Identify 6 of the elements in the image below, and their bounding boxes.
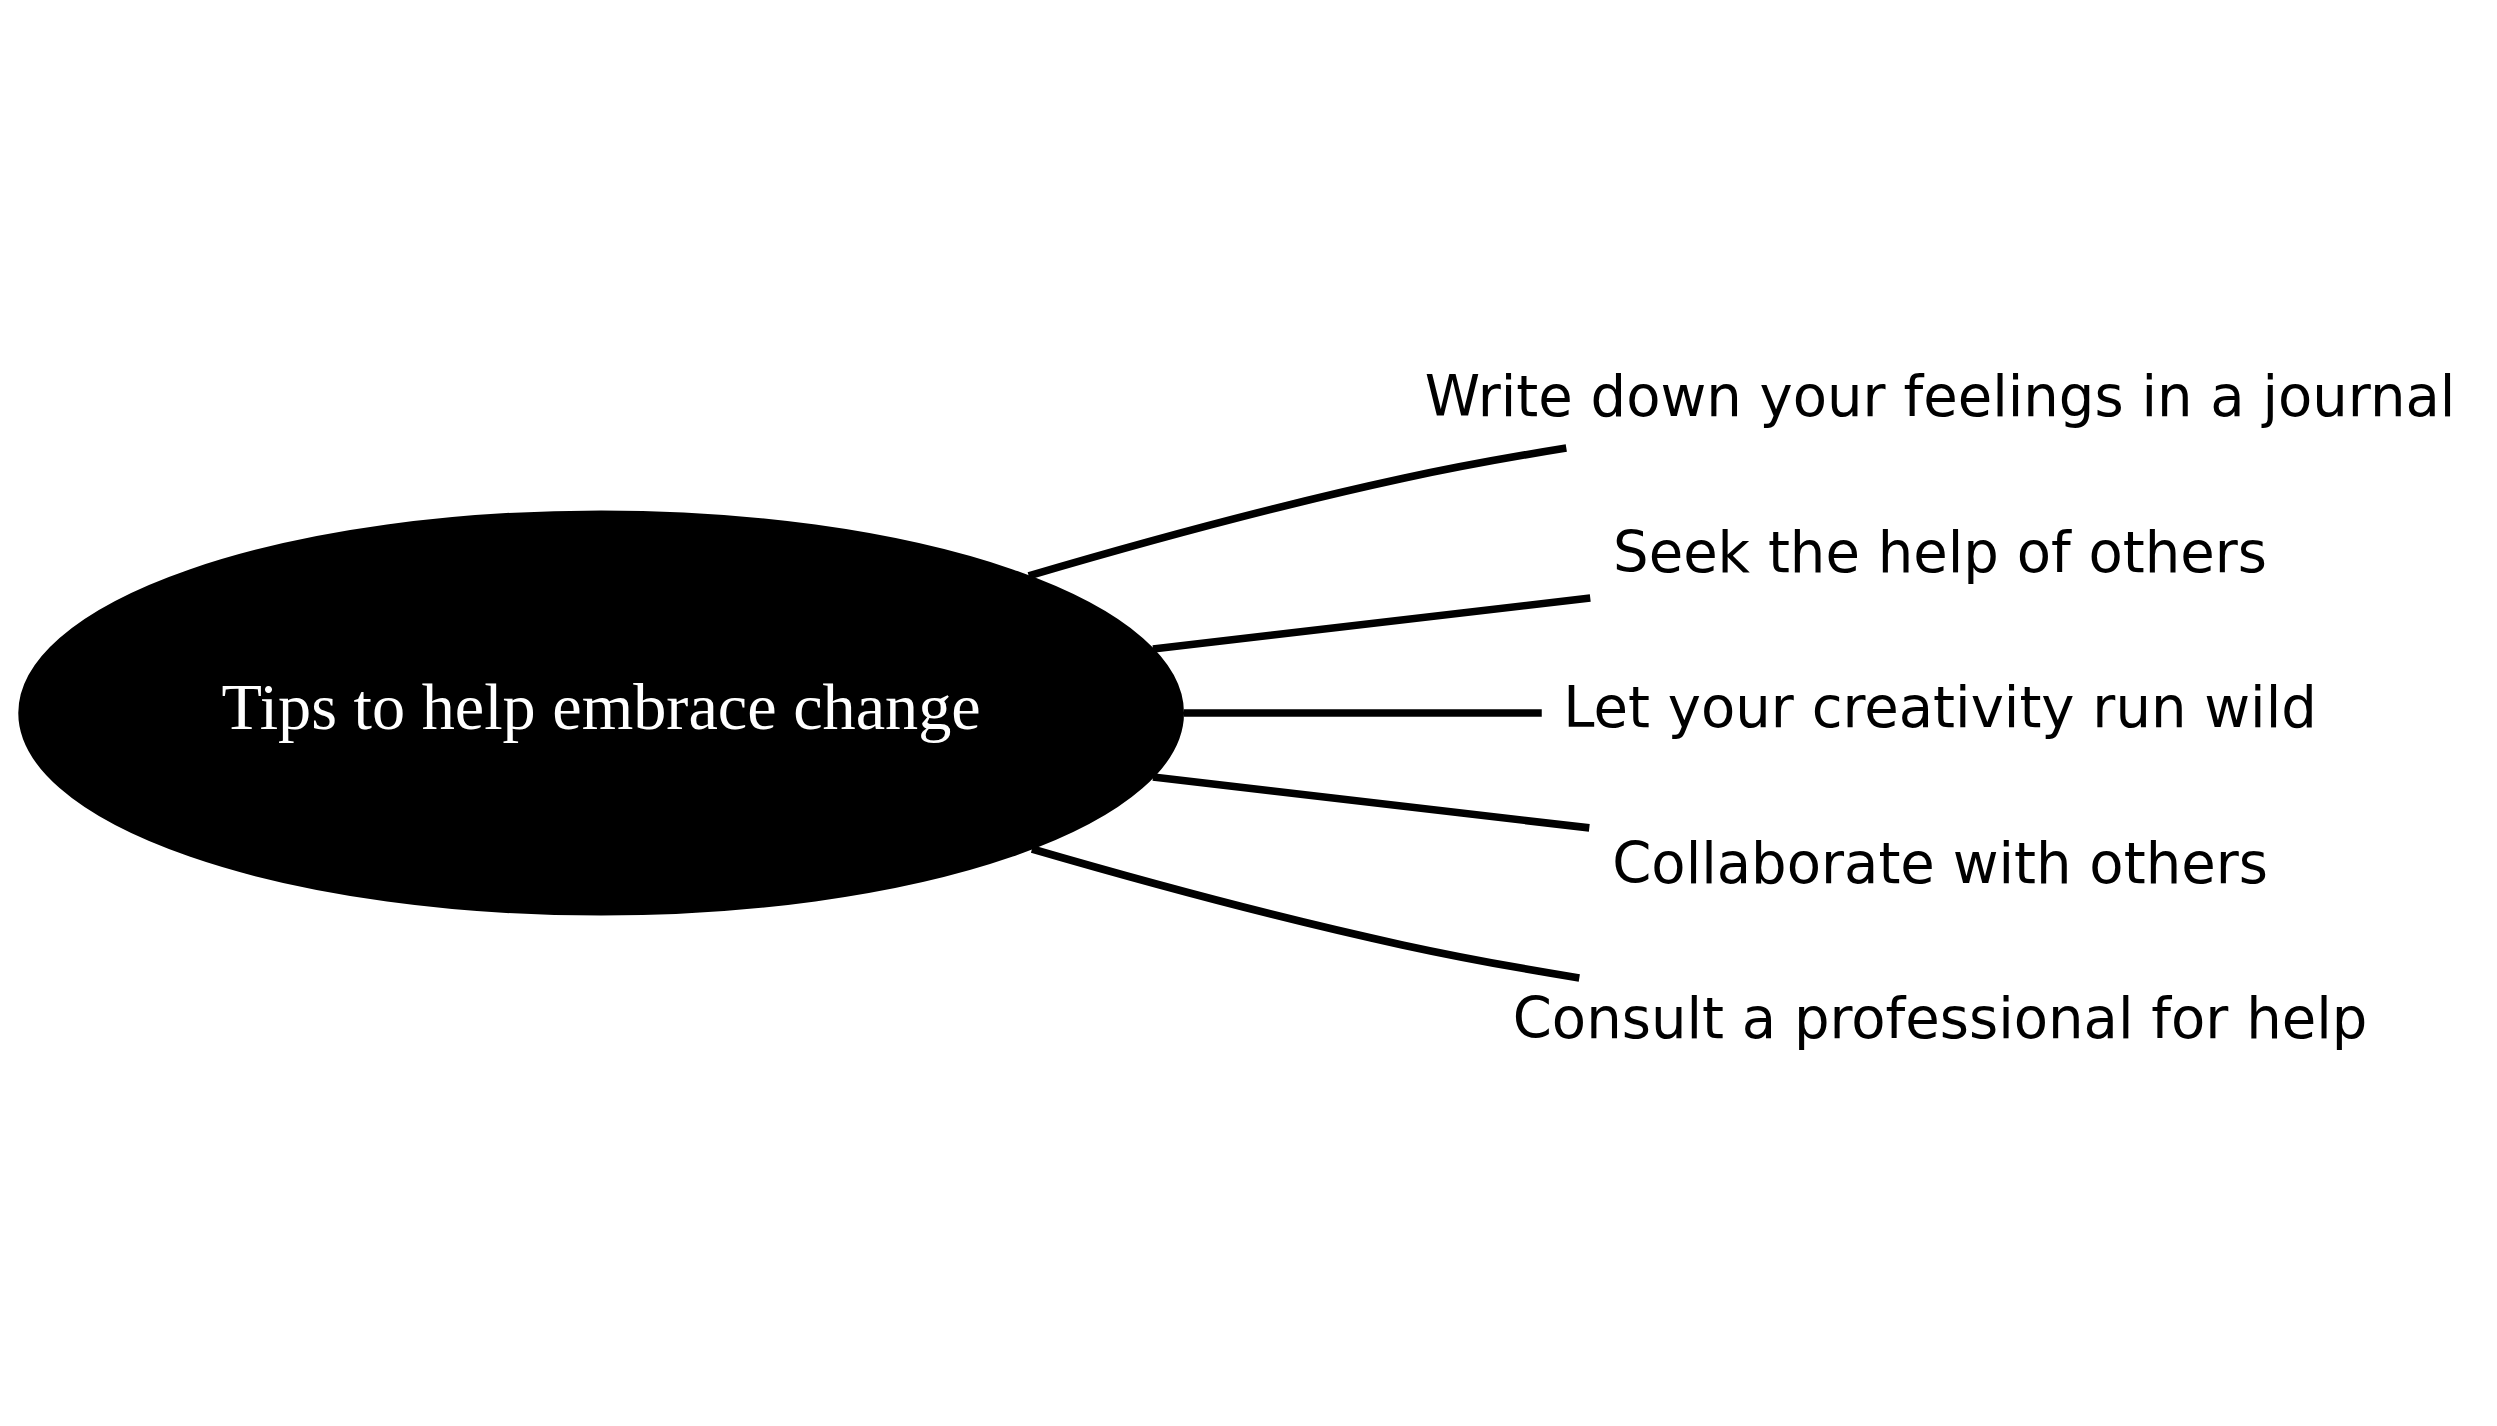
node-text: Collaborate with others [1612, 830, 2268, 896]
node-text: Consult a professional for help [1512, 986, 2368, 1052]
node-text: Write down your feelings in a journal [1424, 364, 2456, 430]
node-ellipse: Tips to help embrace change [18, 510, 1185, 916]
node-text: Seek the help of others [1613, 519, 2268, 585]
node-text: Let your creativity run wild [1563, 675, 2317, 741]
